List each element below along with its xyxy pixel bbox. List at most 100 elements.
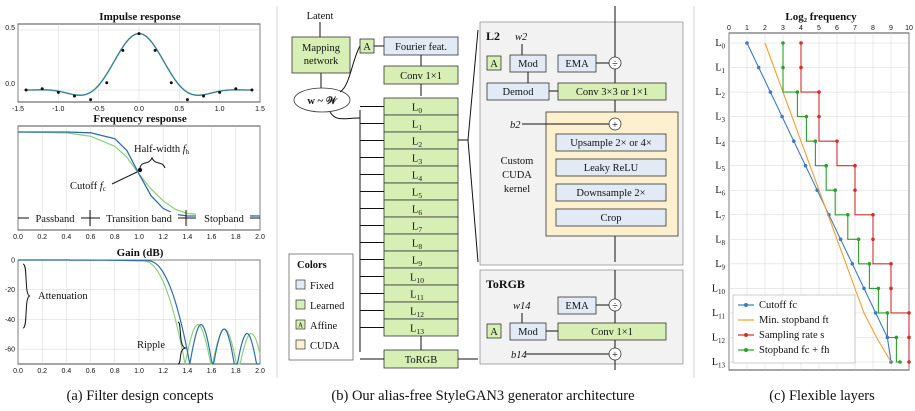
panel-c-xtick: 7 [853, 25, 857, 32]
legend-cuda: CUDA [310, 341, 340, 352]
panel-c-ytick: L4 [715, 136, 725, 149]
l2-affine-letter: A [490, 59, 498, 70]
frequency-xtick: 0.8 [110, 234, 120, 241]
impulse-sample-point [72, 94, 76, 98]
layer-block-l9: L9 [383, 250, 459, 269]
frequency-xtick: 0.4 [62, 234, 72, 241]
panel-c-xtick: 8 [871, 25, 875, 32]
cutoff-point [137, 167, 143, 173]
crop-block [555, 208, 667, 227]
l2-divide-symbol: ÷ [612, 59, 618, 70]
series-point-0 [850, 262, 855, 266]
panel-c-xtick: 3 [781, 25, 785, 32]
frequency-title: Frequency response [93, 113, 187, 125]
layer-block-l12: L12 [383, 301, 459, 320]
impulse-ytick-1: 0.0 [5, 81, 15, 88]
mapping-network-block [291, 36, 351, 74]
layer-block-l7: L7 [383, 216, 459, 235]
gain-xtick: 1.6 [207, 368, 217, 375]
layer-label: L7 [412, 222, 422, 235]
panel-c-ytick: L8 [715, 234, 725, 247]
torgb-ema-label: EMA [565, 301, 589, 312]
impulse-xtick: -1.0 [52, 106, 64, 113]
frequency-xtick: 1.2 [158, 234, 168, 241]
torgb-plus-symbol: + [612, 350, 618, 361]
leaky-relu-block [555, 158, 667, 177]
gain-title: Gain (dB) [117, 247, 164, 259]
cuda-label-2: CUDA [502, 170, 532, 181]
legend-cutoff: Cutoff fc [738, 300, 797, 311]
frequency-xtick: 0.2 [37, 234, 47, 241]
series-point-2 [907, 311, 911, 315]
impulse-sample-point [121, 48, 125, 52]
w-symbol: w ~ 𝒲 [307, 94, 338, 107]
frequency-curve-b [18, 131, 260, 217]
layer-block-l10: L10 [383, 267, 459, 286]
layer-label: L0 [412, 103, 422, 116]
legend-sampling-label: Sampling rate s [759, 330, 824, 341]
transition-label: Transition band [106, 214, 173, 225]
panel-c-ytick: L13 [712, 357, 726, 370]
series-point-3 [804, 114, 809, 119]
series-point-3 [885, 311, 890, 315]
series-point-3 [813, 139, 818, 143]
legend-fixed: Fixed [310, 281, 335, 292]
panel-c-xtick: 9 [889, 25, 893, 32]
frequency-xtick: 2.0 [255, 234, 265, 241]
downsample-block [555, 183, 667, 202]
layer-label: L10 [410, 273, 424, 286]
series-point-3 [867, 262, 872, 266]
series-point-2 [889, 286, 893, 291]
layer-block-l1: L1 [383, 114, 459, 133]
series-point-2 [871, 212, 875, 217]
impulse-xtick: -1.5 [12, 106, 24, 113]
panel-c-xtick: 4 [799, 25, 803, 32]
series-point-3 [833, 188, 837, 193]
layer-label: L1 [412, 120, 422, 133]
frequency-xtick: 1.0 [134, 234, 144, 241]
impulse-grid [17, 24, 261, 102]
affine-letter-main: A [363, 42, 371, 53]
impulse-xtick: -0.5 [93, 106, 105, 113]
layer-label: L4 [412, 171, 422, 184]
w-bus-feed [329, 111, 361, 120]
layer-block-l4: L4 [383, 165, 459, 184]
series-point-0 [862, 286, 866, 291]
torgb-block: ToRGB [383, 349, 459, 369]
series-point-0 [873, 311, 878, 315]
gain-xtick: 0.6 [86, 368, 96, 375]
panel-b: Latent Mapping network w ~ 𝒲 A Fourier f… [288, 6, 684, 404]
gain-ytick: -60 [5, 347, 15, 354]
layer-block-l2: L2 [383, 131, 459, 150]
torgb-affine-letter: A [490, 327, 498, 338]
layer-label: L12 [410, 307, 424, 320]
series-point-0 [745, 41, 749, 45]
layer-block-l13: L13 [383, 318, 459, 337]
l2-bias-node [608, 117, 622, 131]
zoom-l2-lower [458, 139, 479, 263]
attenuation-label: Attenuation [38, 291, 88, 302]
attenuation-brace [22, 263, 31, 329]
panel-c-legend [732, 294, 856, 364]
series-point-0 [803, 163, 808, 168]
legend-sampling: Sampling rate s [738, 330, 824, 341]
impulse-sample-point [89, 98, 93, 102]
l2-ema-label: EMA [565, 59, 589, 70]
legend-cutoff-marker [744, 303, 748, 307]
torgb-detail-title: ToRGB [486, 277, 525, 291]
l2-detail-title: L2 [486, 29, 500, 43]
series-point-3 [846, 212, 850, 217]
series-point-2 [799, 41, 803, 45]
half-width-brace [139, 156, 166, 169]
w-space-node [293, 87, 351, 113]
series-line-2 [800, 43, 910, 362]
gain-xtick: 2.0 [255, 368, 265, 375]
cutoff-pointer [111, 171, 138, 185]
series-point-2 [907, 360, 911, 364]
